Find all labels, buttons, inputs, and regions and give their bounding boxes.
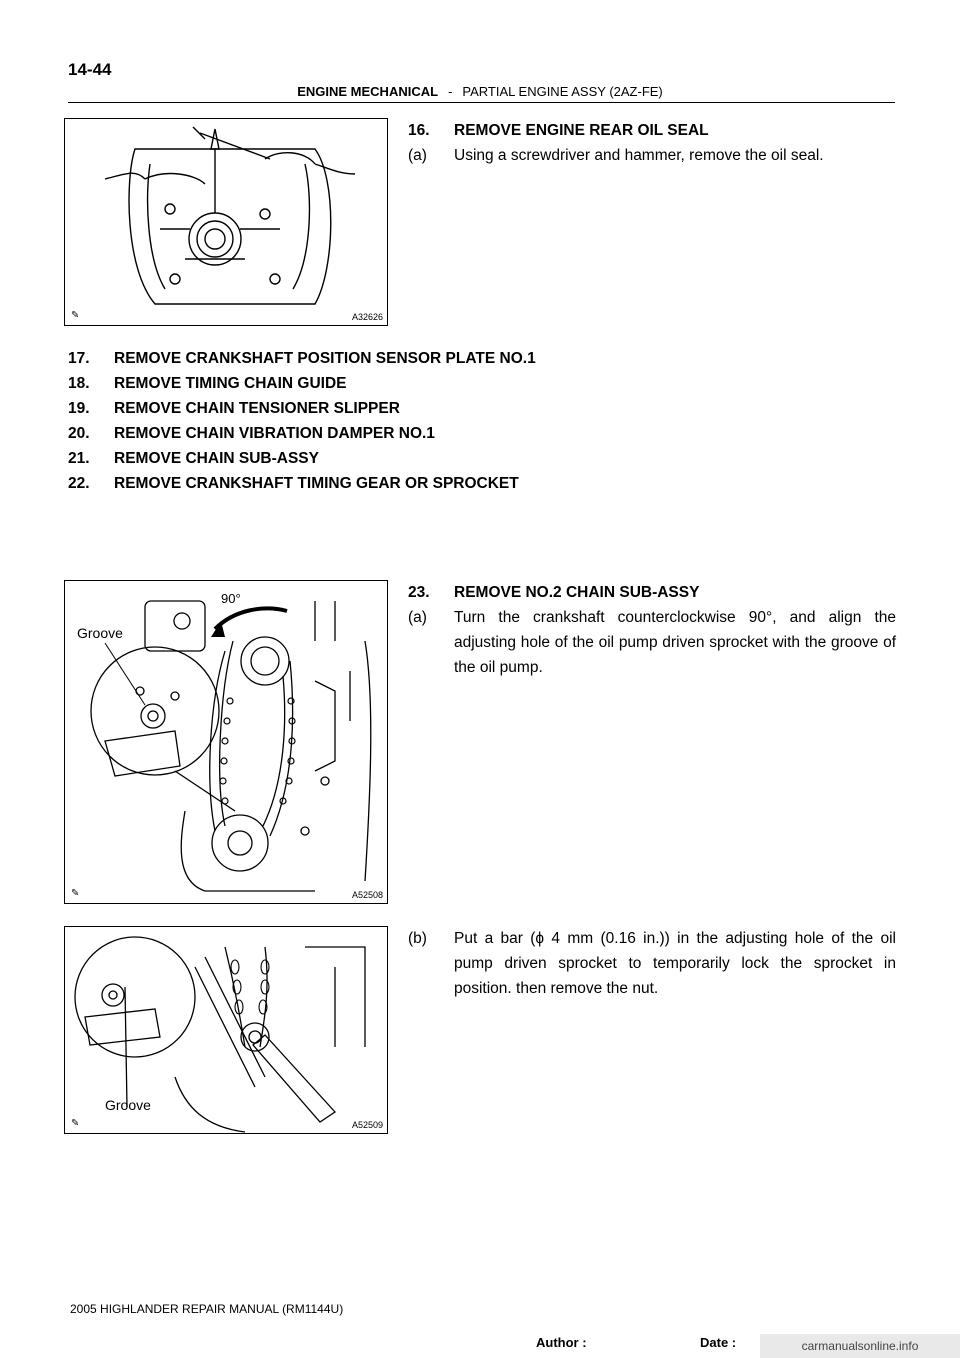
step-number: 19. — [68, 400, 90, 417]
author-label: Author : — [536, 1335, 587, 1350]
step-number: 17. — [68, 350, 90, 367]
section-title: ENGINE MECHANICAL — [297, 84, 439, 99]
substep-text: Turn the crankshaft counterclockwise 90°… — [454, 609, 896, 676]
step-17: 17. REMOVE CRANKSHAFT POSITION SENSOR PLA… — [68, 346, 536, 371]
step-22: 22. REMOVE CRANKSHAFT TIMING GEAR OR SPRO… — [68, 471, 519, 496]
figure-lock-sprocket: Groove ✎ A52509 — [64, 926, 388, 1134]
figure-mark-icon: ✎ — [71, 888, 80, 899]
step-19: 19. REMOVE CHAIN TENSIONER SLIPPER — [68, 396, 400, 421]
step-title: REMOVE CHAIN TENSIONER SLIPPER — [114, 400, 400, 417]
figure-oil-pump-groove: Groove 90° ✎ A52508 — [64, 580, 388, 904]
step-title: REMOVE NO.2 CHAIN SUB-ASSY — [454, 584, 700, 601]
step-number: 21. — [68, 450, 90, 467]
step-23b: (b) Put a bar (ϕ 4 mm (0.16 in.)) in the… — [408, 926, 896, 1001]
step-16: 16. REMOVE ENGINE REAR OIL SEAL — [408, 118, 709, 143]
step-title: REMOVE TIMING CHAIN GUIDE — [114, 375, 347, 392]
step-18: 18. REMOVE TIMING CHAIN GUIDE — [68, 371, 347, 396]
figure-code: A52508 — [351, 890, 383, 900]
substep-label: (a) — [408, 147, 427, 164]
figure-code: A52509 — [351, 1120, 383, 1130]
step-number: 23. — [408, 584, 430, 601]
header-separator: - — [448, 84, 453, 99]
step-number: 22. — [68, 475, 90, 492]
page-number: 14-44 — [68, 60, 112, 79]
step-number: 18. — [68, 375, 90, 392]
header-rule — [68, 102, 895, 103]
subsection-title: PARTIAL ENGINE ASSY (2AZ-FE) — [462, 84, 663, 99]
groove-label: Groove — [77, 625, 123, 641]
date-label: Date : — [700, 1335, 737, 1350]
step-23a: (a) Turn the crankshaft counterclockwise… — [408, 605, 896, 680]
step-title: REMOVE ENGINE REAR OIL SEAL — [454, 122, 709, 139]
step-title: REMOVE CHAIN VIBRATION DAMPER NO.1 — [114, 425, 435, 442]
substep-text: Using a screwdriver and hammer, remove t… — [454, 147, 824, 164]
step-number: 16. — [408, 122, 430, 139]
oil-seal-illustration — [104, 126, 356, 305]
figure-mark-icon: ✎ — [71, 1118, 80, 1129]
step-21: 21. REMOVE CHAIN SUB-ASSY — [68, 446, 319, 471]
step-16a: (a) Using a screwdriver and hammer, remo… — [408, 143, 896, 168]
substep-label: (b) — [408, 930, 427, 947]
figure-code: A32626 — [351, 312, 383, 322]
step-23: 23. REMOVE NO.2 CHAIN SUB-ASSY — [408, 580, 699, 605]
step-20: 20. REMOVE CHAIN VIBRATION DAMPER NO.1 — [68, 421, 435, 446]
timing-chain-illustration — [90, 600, 372, 892]
step-number: 20. — [68, 425, 90, 442]
manual-title: 2005 HIGHLANDER REPAIR MANUAL (RM1144U) — [70, 1302, 344, 1316]
groove-label: Groove — [105, 1097, 151, 1113]
rotation-angle-label: 90° — [221, 591, 241, 606]
running-header: ENGINE MECHANICAL-PARTIAL ENGINE ASSY (2… — [0, 84, 960, 99]
step-title: REMOVE CRANKSHAFT TIMING GEAR OR SPROCKE… — [114, 475, 519, 492]
substep-label: (a) — [408, 609, 427, 626]
lock-sprocket-illustration — [74, 936, 366, 1133]
step-title: REMOVE CRANKSHAFT POSITION SENSOR PLATE … — [114, 350, 536, 367]
watermark-banner: carmanualsonline.info — [760, 1334, 960, 1358]
substep-text: Put a bar (ϕ 4 mm (0.16 in.)) in the adj… — [454, 930, 896, 997]
step-title: REMOVE CHAIN SUB-ASSY — [114, 450, 319, 467]
figure-oil-seal-removal: ✎ A32626 — [64, 118, 388, 326]
figure-mark-icon: ✎ — [71, 310, 80, 321]
